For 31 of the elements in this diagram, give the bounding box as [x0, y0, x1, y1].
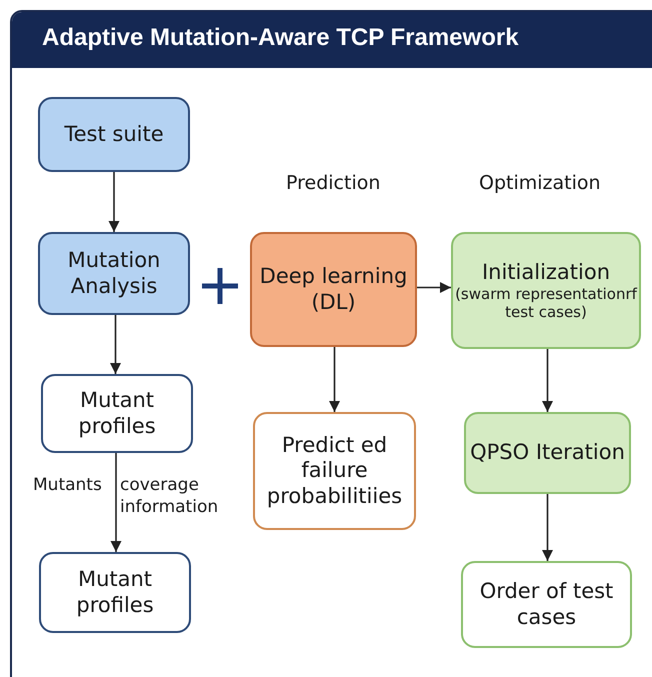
arrow — [542, 349, 554, 412]
annotation-text: Mutants — [33, 474, 102, 496]
node-label: Deep learning (DL) — [258, 264, 408, 315]
arrow — [108, 172, 120, 232]
node-label: Order of test cases — [478, 579, 614, 630]
title: Adaptive Mutation-Aware TCP Framework — [42, 24, 519, 52]
node-label: Mutant profiles — [77, 388, 157, 439]
arrow — [110, 315, 122, 374]
output-box — [41, 374, 193, 453]
process-box — [464, 412, 631, 494]
process-box — [451, 232, 641, 349]
column-heading: Prediction — [286, 172, 380, 194]
node-label: Initialization — [482, 260, 610, 286]
node-label: Mutation Analysis — [66, 248, 162, 299]
annotation-text: coverage information — [120, 474, 220, 518]
arrow — [110, 453, 122, 552]
node-label: Mutant profiles — [75, 567, 155, 618]
arrow — [542, 494, 554, 561]
node-label: Predict ed failure probabilitiies — [266, 433, 404, 509]
arrow — [328, 347, 340, 412]
process-box — [250, 232, 417, 347]
output-box — [461, 561, 632, 648]
output-box — [39, 552, 191, 633]
process-box — [38, 232, 190, 315]
arrow — [417, 282, 451, 294]
node-label: Test suite — [64, 122, 164, 148]
node-label: QPSO Iteration — [470, 440, 625, 466]
process-box — [38, 97, 190, 172]
node-note: (swarm representationrf test cases) — [454, 285, 638, 322]
output-box — [253, 412, 416, 530]
column-heading: Optimization — [479, 172, 601, 194]
